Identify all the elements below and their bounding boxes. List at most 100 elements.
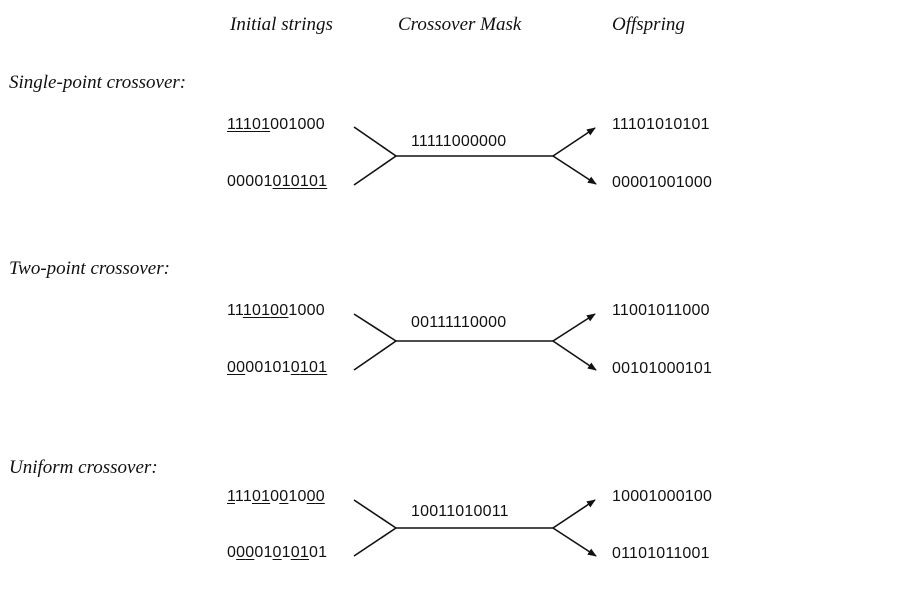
bit: 1 [242,302,252,319]
merge-line [353,340,397,371]
bit: 0 [254,359,264,376]
section-connector [353,499,597,557]
bit: 0 [245,359,255,376]
bit: 0 [272,359,282,376]
bit: 1 [227,302,235,319]
merge-line [353,499,397,529]
bit: 1 [288,488,298,505]
bit: 0 [290,544,300,561]
bit: 0 [254,173,264,190]
bit: 1 [242,116,252,133]
merge-line [353,313,397,342]
parent2-string: 00001010101 [227,359,327,377]
arrow-icon [552,313,596,342]
header-crossover-mask: Crossover Mask [398,14,522,35]
bit: 0 [315,116,325,133]
bit: 1 [227,116,235,133]
bit: 0 [308,544,319,561]
bit: 1 [261,488,271,505]
merge-line [353,527,397,557]
section-label-uniform: Uniform crossover: [9,457,158,478]
offspring2-string: 00001001000 [612,174,713,191]
section-label-two-point: Two-point crossover: [9,258,170,279]
bit: 1 [299,359,309,376]
merge-line [353,126,397,157]
bit: 0 [279,302,289,319]
offspring1-string: 11101010101 [612,116,710,133]
bit: 0 [254,544,264,561]
bit: 0 [315,488,325,505]
parent1-string: 11101001000 [227,488,325,506]
bit: 1 [299,544,309,561]
bit: 1 [263,544,273,561]
bit: 0 [251,488,262,505]
bit: 1 [288,302,298,319]
bit: 0 [306,488,316,505]
bit: 0 [279,116,289,133]
bit: 0 [270,488,280,505]
bit: 0 [245,173,255,190]
offspring2-string: 01101011001 [612,545,710,562]
bit: 1 [234,488,243,505]
bit: 1 [261,116,271,133]
parent1-string: 11101001000 [227,116,325,134]
bit: 0 [308,359,319,376]
bit: 0 [306,302,316,319]
crossover-mask: 11111000000 [411,133,507,150]
bit: 0 [297,488,307,505]
bit: 0 [270,116,280,133]
bit: 1 [281,359,291,376]
bit: 1 [281,173,291,190]
bit: 0 [297,302,307,319]
bit: 0 [251,116,262,133]
bit: 1 [318,359,328,376]
bit: 1 [242,488,252,505]
bit: 0 [245,544,255,561]
bit: 1 [227,488,235,505]
section-connector [353,126,597,186]
bit: 1 [263,359,273,376]
bit: 1 [281,544,291,561]
offspring1-string: 10001000100 [612,488,713,505]
crossover-mask: 10011010011 [411,503,509,520]
bit: 1 [318,173,328,190]
arrow-icon [552,499,596,529]
merge-line [353,155,397,186]
header-initial-strings: Initial strings [230,14,333,35]
offspring1-string: 11001011000 [612,302,710,319]
bit: 1 [299,173,309,190]
bit: 0 [251,302,262,319]
bit: 1 [261,302,271,319]
parent2-string: 00001010101 [227,544,327,562]
bit: 0 [236,359,246,376]
bit: 0 [227,173,237,190]
bit: 0 [270,302,280,319]
bit: 1 [234,116,243,133]
section-connector [353,313,597,371]
bit: 0 [290,173,300,190]
bit: 0 [290,359,300,376]
header-offspring: Offspring [612,14,685,35]
bit: 0 [272,544,282,561]
bit: 0 [227,544,237,561]
bit: 0 [306,116,316,133]
offspring2-string: 00101000101 [612,360,713,377]
bit: 1 [288,116,298,133]
arrow-icon [552,527,597,557]
bit: 1 [234,302,243,319]
bit: 0 [236,544,246,561]
section-label-single-point: Single-point crossover: [9,72,187,93]
bit: 0 [297,116,307,133]
bit: 0 [236,173,246,190]
arrow-icon [552,155,597,185]
parent2-string: 00001010101 [227,173,327,191]
arrow-icon [552,340,597,371]
bit: 0 [279,488,289,505]
bit: 1 [318,544,328,561]
bit: 0 [315,302,325,319]
arrow-icon [552,127,596,157]
bit: 0 [272,173,282,190]
bit: 0 [308,173,319,190]
